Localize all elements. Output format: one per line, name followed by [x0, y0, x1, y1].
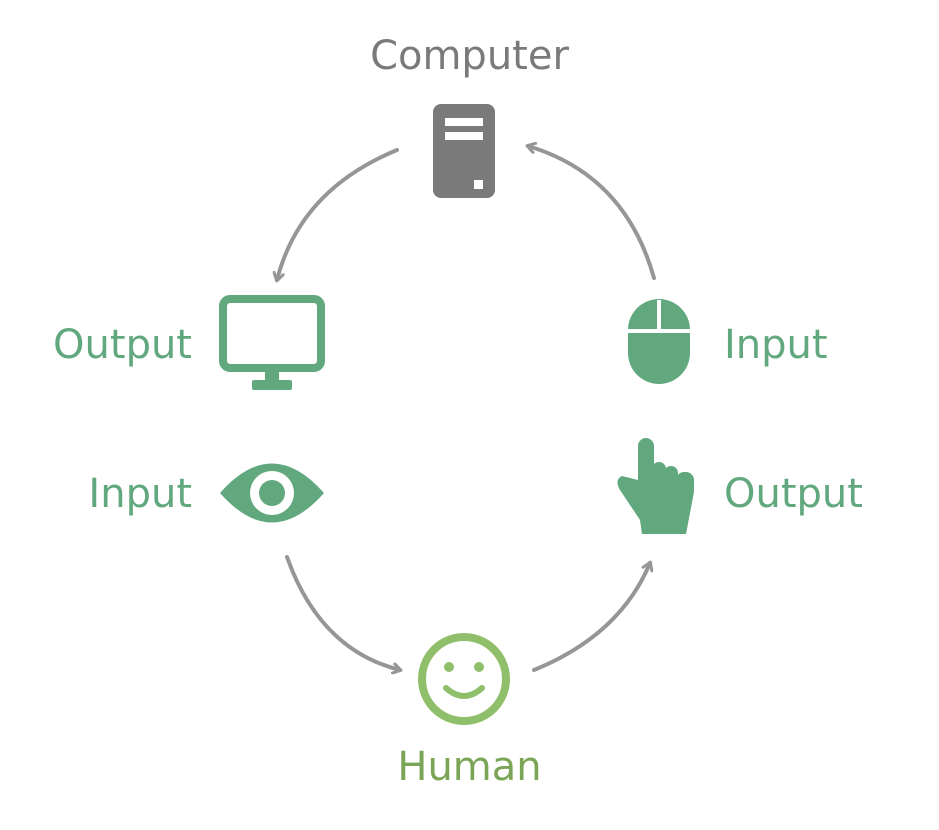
monitor-icon [219, 295, 325, 390]
computer-label: Computer [370, 33, 569, 79]
arrow-human-to-output [532, 563, 650, 672]
computer-tower-icon [433, 104, 495, 198]
input-label-right: Input [724, 322, 828, 368]
output-label-left: Output [53, 322, 192, 368]
arrow-computer-to-output [277, 148, 399, 280]
mouse-icon [628, 299, 690, 384]
input-label-left: Input [88, 471, 192, 517]
human-label: Human [397, 744, 542, 790]
eye-icon [220, 463, 324, 523]
smiley-face-icon [418, 633, 510, 725]
arrow-input-to-computer [528, 146, 656, 280]
arrow-input-to-human [285, 555, 400, 670]
pointing-hand-icon [617, 438, 694, 534]
output-label-right: Output [724, 471, 863, 517]
